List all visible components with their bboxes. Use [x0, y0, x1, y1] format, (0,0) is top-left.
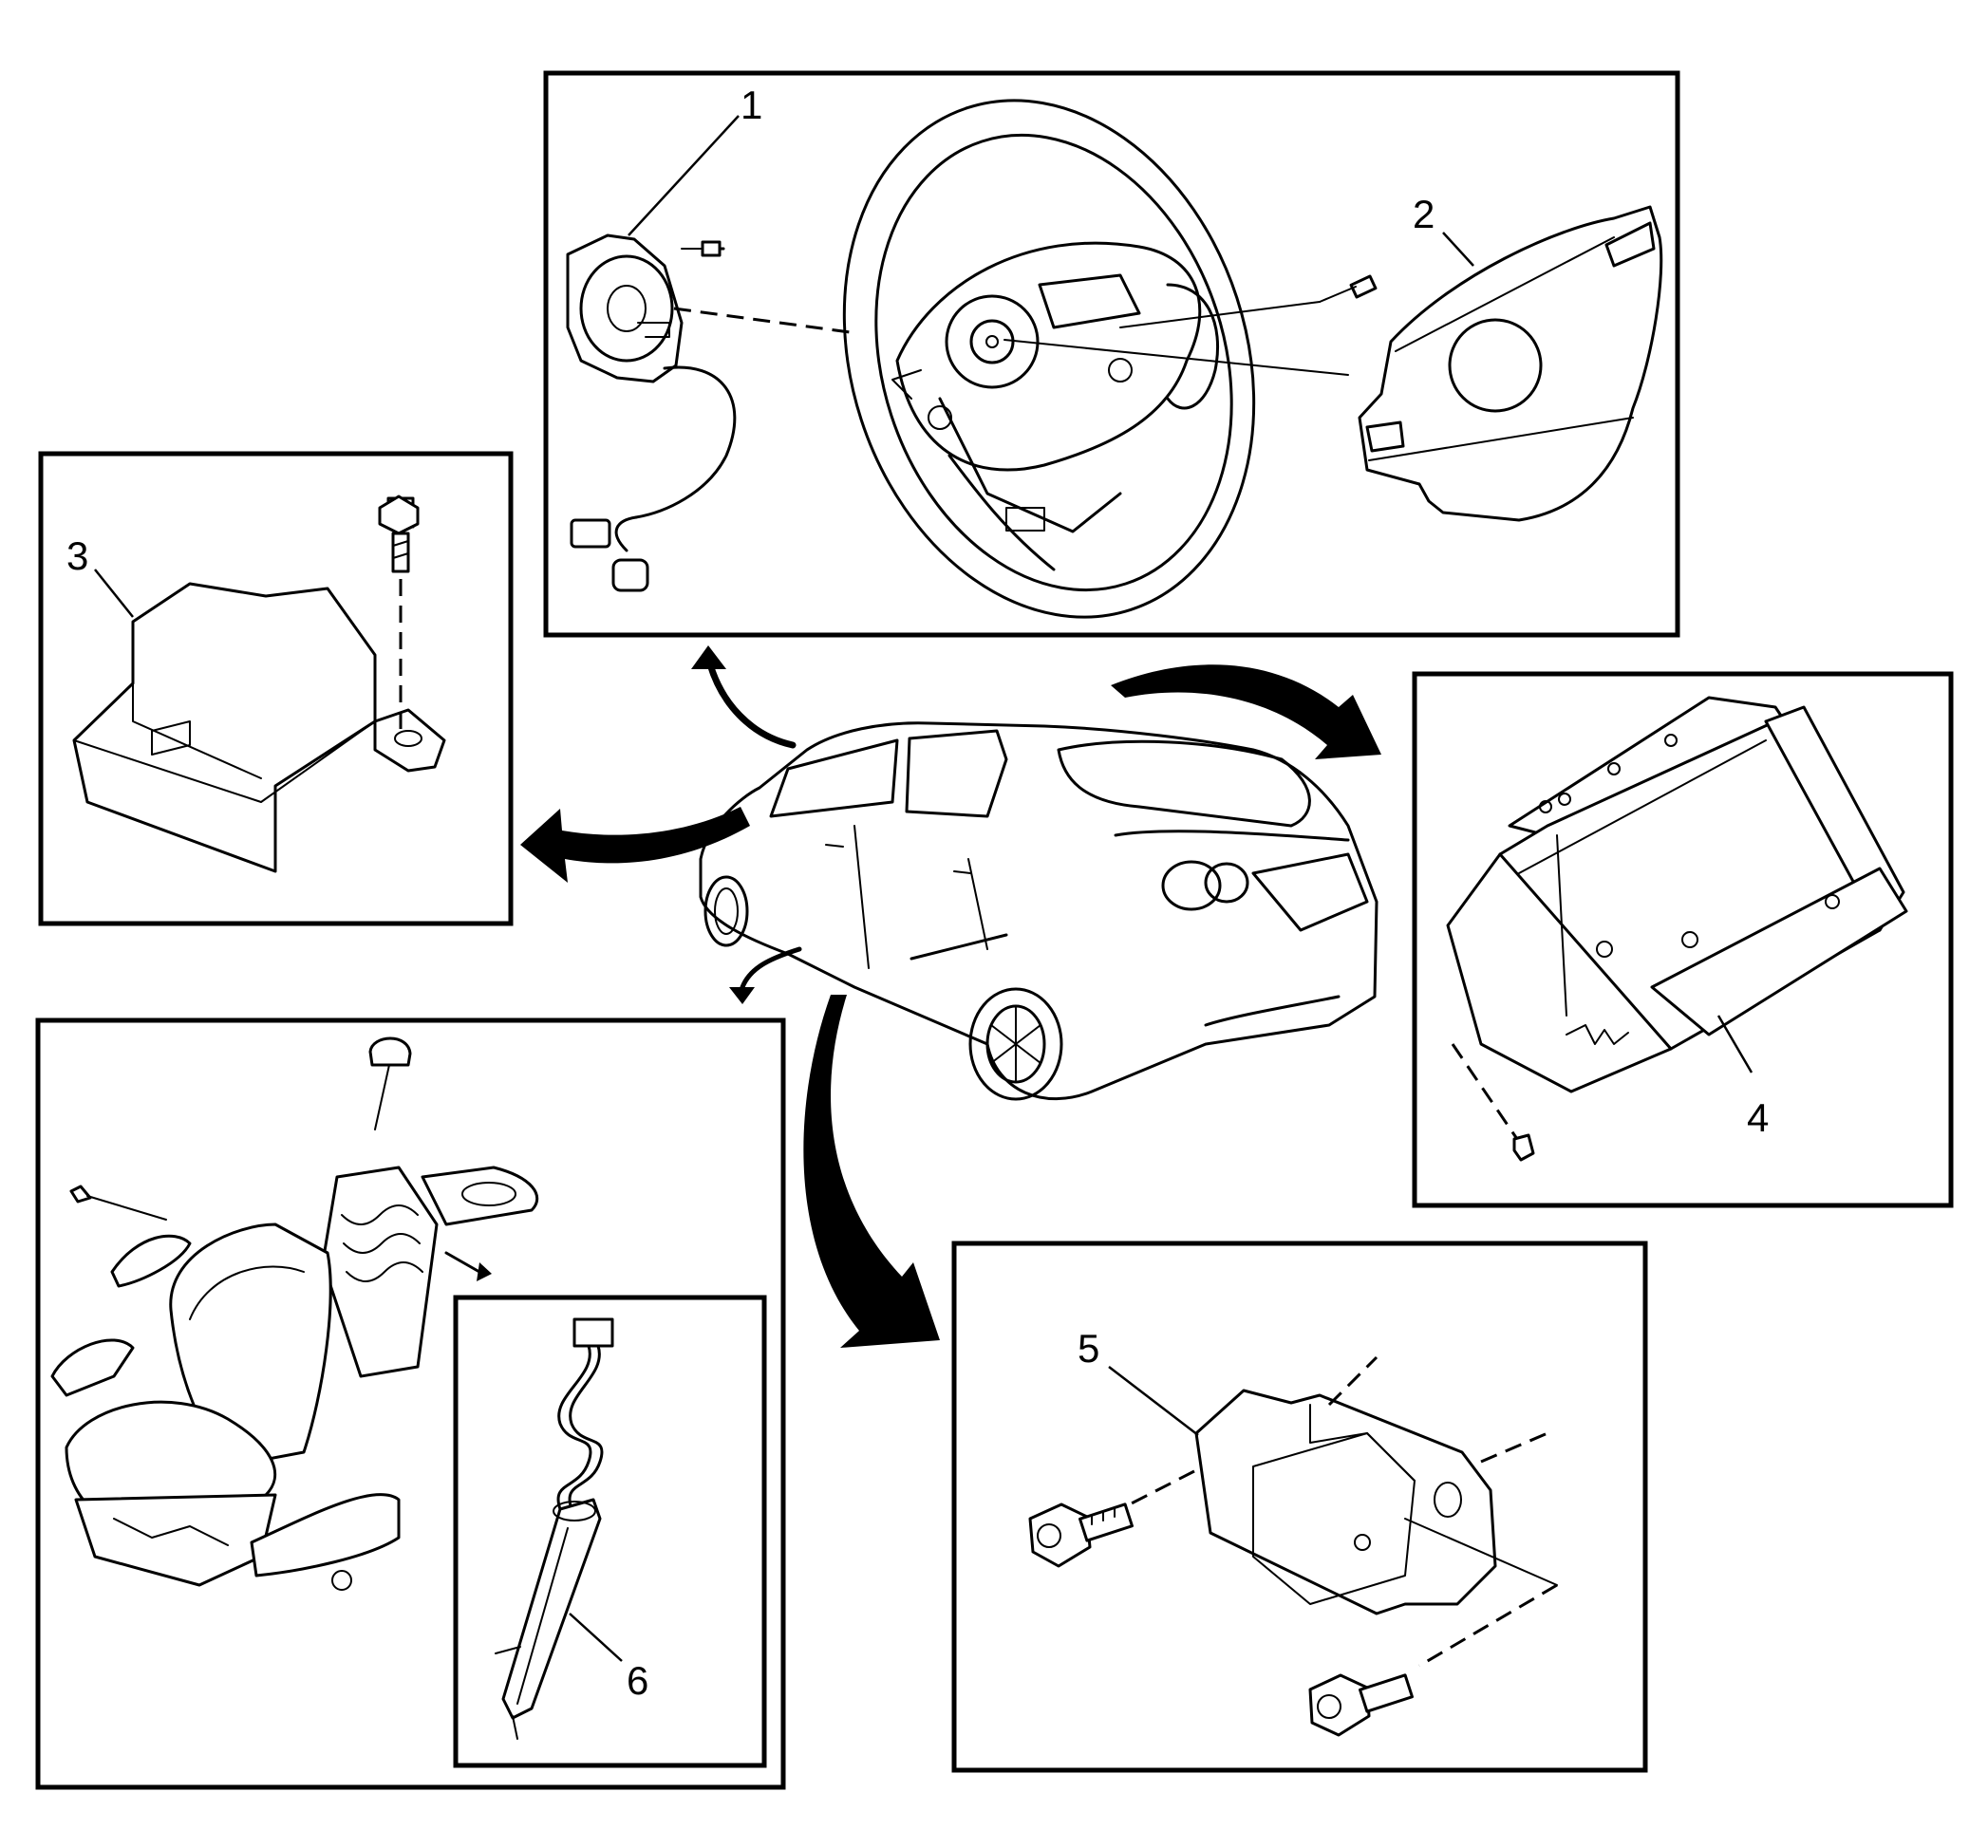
svg-text:5: 5: [1078, 1326, 1099, 1371]
callout-4: 4: [1716, 1015, 1769, 1140]
callout-5: 5: [1078, 1326, 1199, 1436]
seat-side-airbag-subpanel: 6: [453, 1295, 767, 1768]
impact-sensor-icon: [1028, 1355, 1558, 1737]
curved-arrow-icon-module: [520, 807, 750, 883]
callout-2: 2: [1413, 192, 1474, 267]
seat-panel: 6: [35, 1017, 786, 1790]
steering-wheel-icon: [842, 99, 1256, 619]
airbag-control-module-icon: [72, 495, 446, 873]
seat-side-airbag-icon: [495, 1317, 614, 1740]
clock-spring-icon: [566, 233, 737, 592]
callout-3: 3: [66, 533, 134, 618]
steering-wheel-panel: 1 2: [543, 70, 1680, 638]
svg-text:4: 4: [1747, 1095, 1769, 1140]
curved-arrow-icon-steering: [691, 645, 797, 749]
svg-text:6: 6: [627, 1658, 648, 1703]
curved-arrow-icon-seat: [729, 946, 802, 1004]
svg-text:2: 2: [1413, 192, 1435, 236]
passenger-airbag-module-icon: [1446, 696, 1908, 1162]
driver-airbag-module-icon: [1319, 205, 1663, 522]
hatchback-car-icon: [699, 721, 1378, 1101]
callout-6: 6: [569, 1613, 648, 1703]
svg-text:1: 1: [741, 83, 762, 127]
impact-sensor-panel: 5: [951, 1241, 1648, 1773]
control-module-panel: 3: [38, 451, 514, 926]
seat-assembly-icon: [50, 1036, 539, 1591]
svg-text:3: 3: [66, 533, 88, 578]
curved-arrow-icon-sensor: [803, 995, 940, 1348]
passenger-airbag-panel: 4: [1412, 671, 1954, 1208]
curved-arrow-icon-airbag: [1111, 664, 1381, 759]
callout-1: 1: [628, 83, 762, 236]
